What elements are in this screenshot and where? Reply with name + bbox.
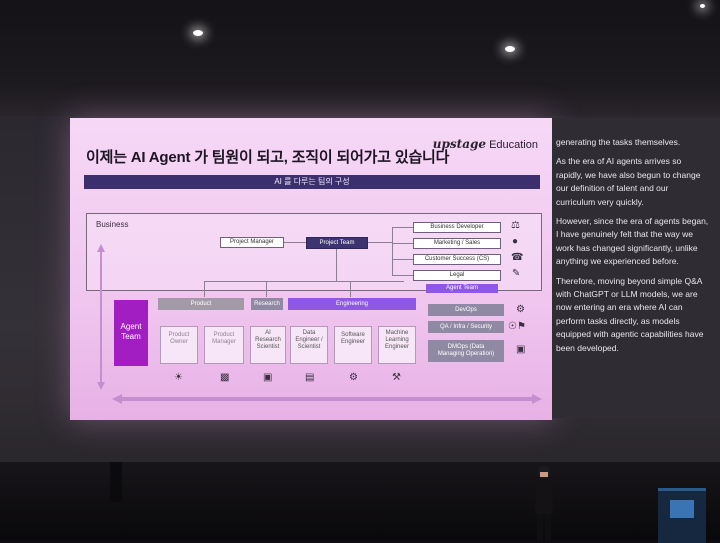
role-card: AI Research Scientist <box>250 326 286 364</box>
business-unit-box: Business Developer <box>413 222 501 233</box>
role-card: Software Engineer <box>334 326 372 364</box>
business-label: Business <box>96 220 129 229</box>
horizontal-arrow <box>112 394 542 404</box>
presenter <box>535 466 553 540</box>
podium-screen <box>670 500 694 518</box>
agent-team-side-box: Agent Team <box>114 300 148 366</box>
vertical-arrow <box>97 244 105 390</box>
code-icon: ⚙ <box>349 372 358 383</box>
connector <box>284 242 306 243</box>
brand-suffix: Education <box>489 139 538 151</box>
robot-icon: ▣ <box>263 372 273 383</box>
connector <box>392 227 413 228</box>
security-icon: ☉⚑ <box>508 321 526 332</box>
ceiling-light <box>193 30 203 36</box>
subtitle-paragraph: Therefore, moving beyond simple Q&A with… <box>556 275 704 353</box>
chef-hat-icon: ☀ <box>174 372 183 383</box>
agent-team-top-box: Agent Team <box>426 284 498 293</box>
role-card: Product Manager <box>204 326 244 364</box>
slide-title: 이제는 AI Agent 가 팀원이 되고, 조직이 되어가고 있습니다 <box>86 149 450 166</box>
connector <box>350 281 351 297</box>
connector <box>392 259 413 260</box>
ops-box: DevOps <box>428 304 504 316</box>
connector <box>204 281 205 297</box>
dmops-icon: ▣ <box>516 344 526 355</box>
stage-floor <box>0 462 720 540</box>
connector <box>392 243 413 244</box>
subtitle-paragraph: generating the tasks themselves. <box>556 137 681 147</box>
connector <box>368 242 392 243</box>
connector <box>204 281 404 282</box>
subtitle-panel: generating the tasks themselves. As the … <box>552 118 720 418</box>
role-card: Machine Learning Engineer <box>378 326 416 364</box>
subtitle-paragraph: As the era of AI agents arrives so rapid… <box>556 156 701 207</box>
section-banner: AI 를 다루는 팀의 구성 <box>84 175 540 189</box>
brand-name: upstage <box>432 137 486 151</box>
business-developer-icon: ⚖ <box>511 220 520 231</box>
customer-success-icon: ☎ <box>511 252 524 263</box>
projected-slide: 이제는 AI Agent 가 팀원이 되고, 조직이 되어가고 있습니다 ups… <box>70 118 552 420</box>
ceiling-light <box>700 4 705 8</box>
role-card: Data Engineer / Scientist <box>290 326 328 364</box>
tool-icon: ⚒ <box>392 372 401 383</box>
business-unit-box: Legal <box>413 270 501 281</box>
devops-icon: ⚙ <box>516 304 525 315</box>
connector <box>392 275 413 276</box>
role-card: Product Owner <box>160 326 198 364</box>
podium <box>658 488 706 543</box>
stage-speaker <box>110 462 122 502</box>
ops-box: DMOps (Data Managing Operation) <box>428 340 504 362</box>
group-research: Research <box>251 298 283 310</box>
connector <box>336 249 337 282</box>
subtitle-paragraph: However, since the era of agents began, … <box>556 216 709 267</box>
connector <box>266 281 267 297</box>
business-unit-box: Marketing / Sales <box>413 238 501 249</box>
project-manager-box: Project Manager <box>220 237 284 248</box>
brand-logo: upstage Education <box>433 137 538 151</box>
auditorium-ceiling <box>0 0 720 120</box>
legal-icon: ✎ <box>512 268 521 279</box>
id-card-icon: ▩ <box>220 372 230 383</box>
database-icon: ▤ <box>305 372 315 383</box>
group-engineering: Engineering <box>288 298 416 310</box>
business-unit-box: Customer Success (CS) <box>413 254 501 265</box>
ops-box: QA / Infra / Security <box>428 321 504 333</box>
marketing-icon: ● <box>512 236 519 247</box>
ceiling-light <box>505 46 515 52</box>
project-team-box: Project Team <box>306 237 368 249</box>
connector <box>392 227 393 275</box>
group-product: Product <box>158 298 244 310</box>
